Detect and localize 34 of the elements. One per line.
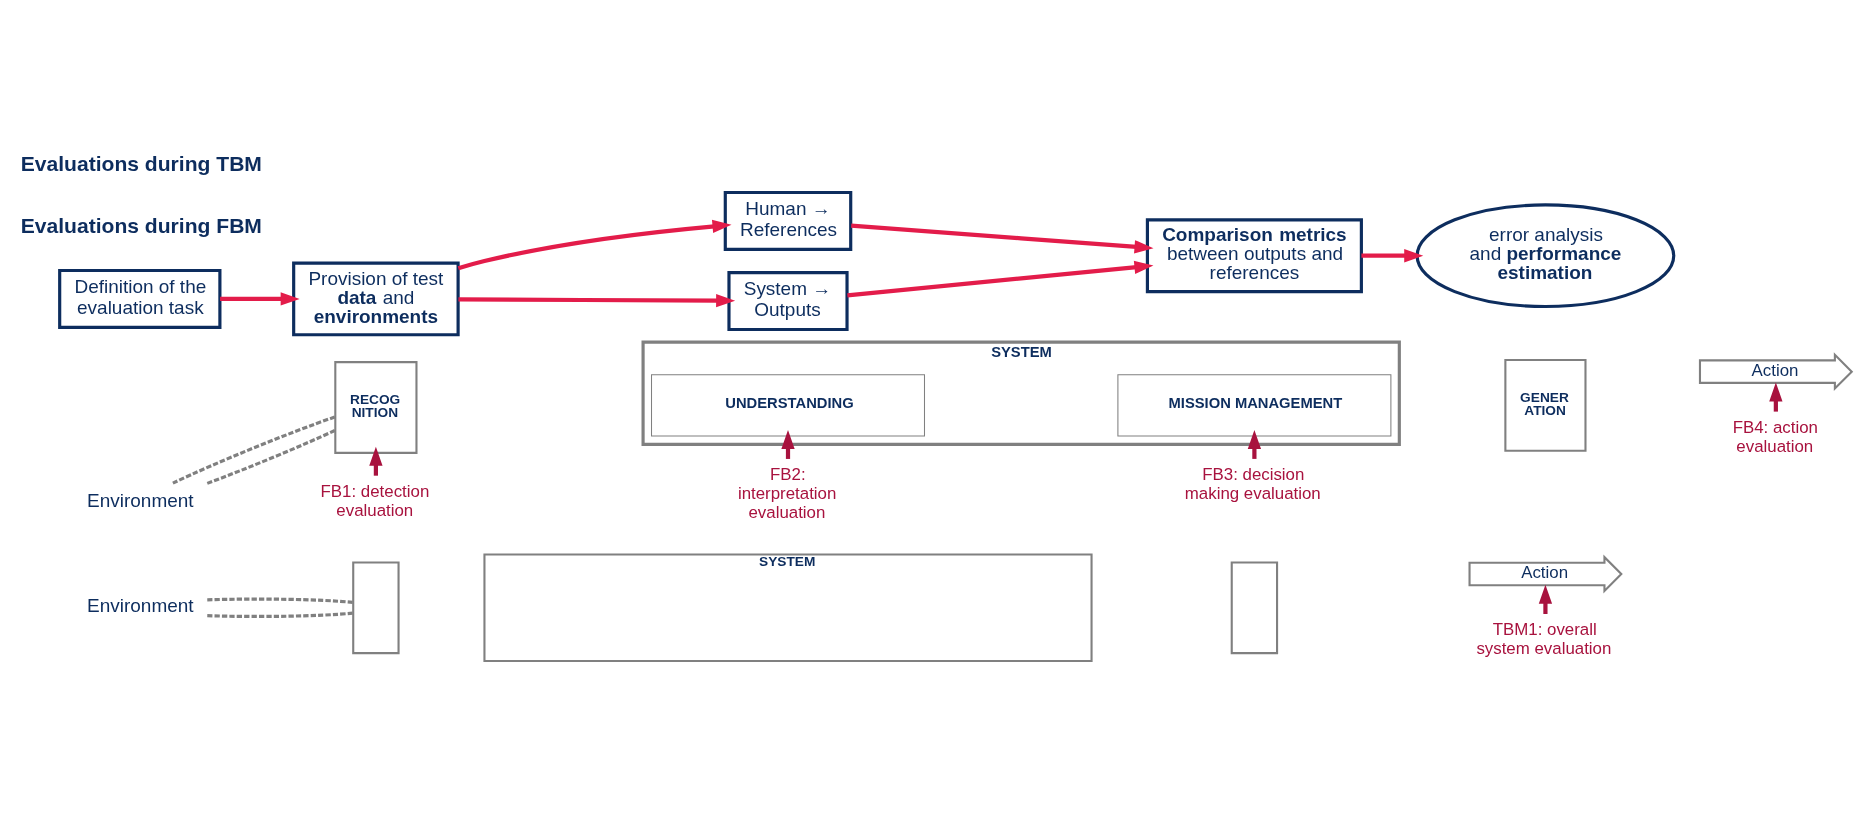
- node-text: TBM1: overall system evaluation: [1476, 619, 1612, 658]
- node-text: FB3: decision making evaluation: [1184, 465, 1321, 503]
- connector: [207, 611, 354, 619]
- connector: [207, 597, 354, 604]
- node-box: [1230, 561, 1279, 655]
- arrow: [847, 260, 1154, 298]
- arrow: [220, 292, 300, 306]
- arrow: [851, 223, 1154, 254]
- node-box: MISSION MANAGEMENT: [1117, 374, 1392, 437]
- node-box: Human → References: [723, 190, 853, 251]
- label: Evaluations during FBM: [20, 213, 262, 237]
- node-text: FB1: detection evaluation: [320, 481, 430, 520]
- connector: [206, 428, 336, 485]
- node-box: Definition of the evaluation task: [58, 268, 222, 329]
- node-box: System → Outputs: [727, 271, 849, 332]
- node-box: Comparison metrics between outputs and references: [1145, 218, 1363, 294]
- node-box: [352, 561, 400, 655]
- node-box: GENER ATION: [1504, 359, 1587, 452]
- arrow: [1361, 249, 1424, 263]
- node-text: Environment: [87, 490, 194, 511]
- label: Evaluations during TBM: [20, 152, 262, 176]
- node-box: RECOG NITION: [334, 361, 418, 454]
- node-ellipse: error analysis and performance estimation: [1415, 203, 1676, 309]
- arrow: [458, 294, 736, 308]
- node-box: Provision of test data and environments: [292, 261, 460, 337]
- node-box: SYSTEM: [483, 553, 1093, 663]
- node-text: FB4: action evaluation: [1732, 417, 1818, 456]
- connector: [172, 415, 336, 485]
- arrow: [1538, 584, 1553, 614]
- node-box: UNDERSTANDING: [651, 374, 926, 437]
- arrow: [457, 219, 732, 271]
- node-text: Environment: [87, 595, 194, 617]
- arrow: [1247, 429, 1262, 459]
- node-text: FB2: interpretation evaluation: [737, 465, 837, 522]
